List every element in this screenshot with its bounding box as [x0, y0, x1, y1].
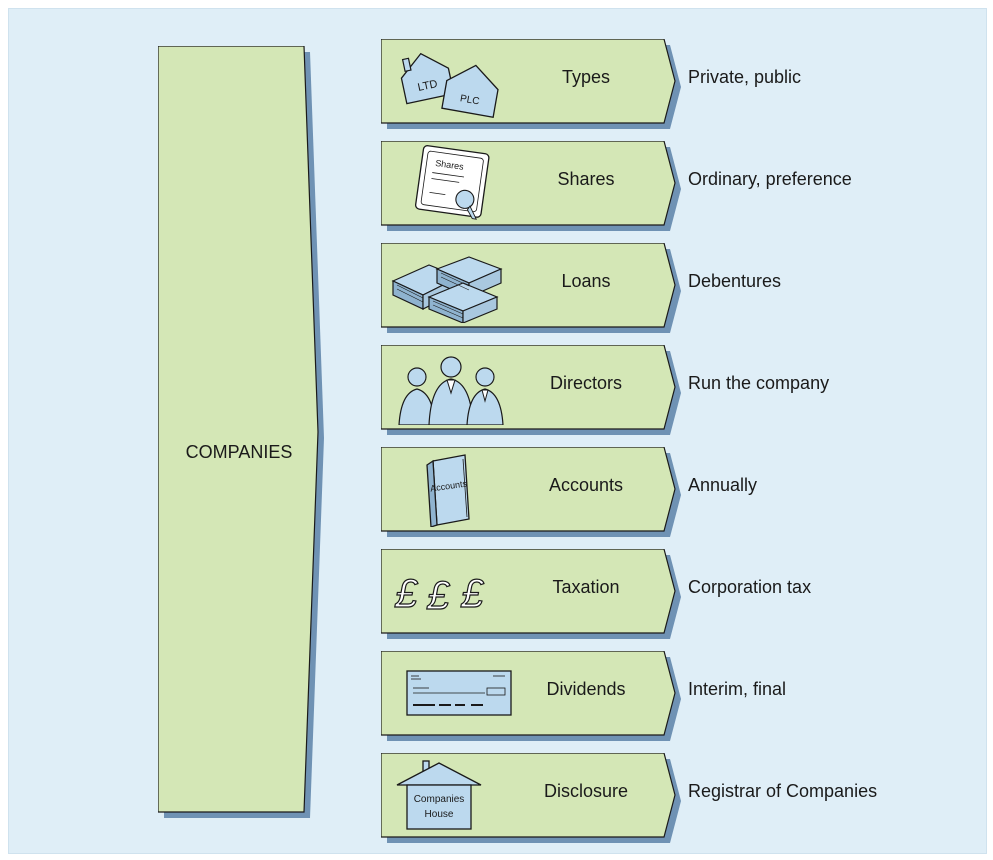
companies-label: COMPANIES: [185, 442, 293, 462]
business-people-icon: [398, 356, 504, 425]
row-accounts: Accounts Accounts Annually: [381, 447, 757, 537]
row-label: Taxation: [552, 577, 620, 597]
row-description: Annually: [688, 475, 758, 495]
accounts-book-icon: Accounts: [426, 454, 470, 527]
svg-text:LTD: LTD: [417, 78, 439, 94]
svg-text:£: £: [394, 572, 419, 616]
row-label: Loans: [561, 271, 611, 291]
row-description: Run the company: [688, 373, 830, 393]
houses-ltd-plc-icon: LTD PLC: [400, 52, 499, 118]
share-certificate-icon: Shares: [414, 145, 490, 220]
row-description: Ordinary, preference: [688, 169, 852, 189]
row-disclosure: Companies House Disclosure Registrar of …: [381, 753, 877, 843]
row-types: LTD PLC Types Private, public: [381, 39, 801, 129]
diagram-canvas: COMPANIES LTD PLC Types Private, public: [8, 8, 987, 854]
cheque-icon: [406, 670, 512, 716]
row-description: Corporation tax: [688, 577, 812, 597]
row-label: Directors: [549, 373, 622, 393]
row-description: Registrar of Companies: [688, 781, 878, 801]
row-directors: Directors Run the company: [381, 345, 829, 435]
row-loans: Loans Debentures: [381, 243, 781, 333]
money-bundles-icon: [391, 256, 503, 323]
row-label: Disclosure: [543, 781, 629, 801]
companies-house-icon: Companies House: [396, 760, 482, 830]
svg-text:£: £: [460, 572, 485, 616]
row-shares: Shares Shares Ordinary, preference: [381, 141, 852, 231]
svg-text:Shares: Shares: [435, 158, 465, 172]
row-label: Dividends: [546, 679, 626, 699]
row-description: Private, public: [688, 67, 802, 87]
svg-text:PLC: PLC: [459, 93, 480, 107]
row-label: Accounts: [548, 475, 624, 495]
row-taxation: £ £ £ Taxation Corporation tax: [381, 549, 811, 639]
row-arrow-shape: [381, 549, 681, 639]
svg-text:£: £: [426, 574, 451, 618]
row-label: Shares: [557, 169, 615, 189]
svg-text:Companies: Companies: [414, 794, 465, 805]
companies-arrow-shape: [158, 46, 324, 818]
row-dividends: Dividends Interim, final: [381, 651, 786, 741]
row-description: Interim, final: [688, 679, 787, 699]
svg-text:House: House: [425, 809, 454, 820]
row-label: Types: [561, 67, 611, 87]
row-description: Debentures: [688, 271, 782, 291]
pound-signs-icon: £ £ £: [393, 571, 485, 618]
